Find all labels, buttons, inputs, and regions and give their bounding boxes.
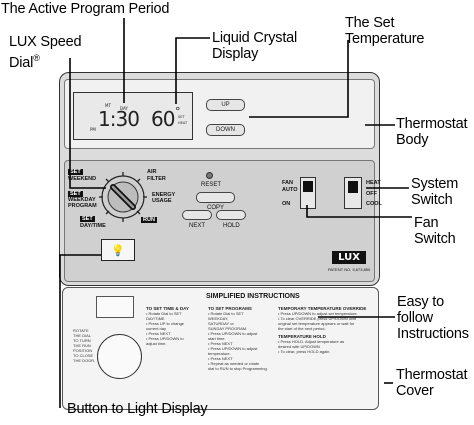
fan-switch-slider: [303, 181, 313, 192]
down-button[interactable]: DOWN: [206, 124, 245, 136]
leader-fan-switch: [306, 205, 412, 218]
callout-set-temperature-1: The Set: [345, 15, 395, 31]
callout-active-program-period: The Active Program Period: [1, 1, 170, 17]
callout-lux-speed-dial-1: LUX Speed: [9, 34, 82, 50]
dial-label-set-weekday-3: PROGRAM: [68, 203, 97, 209]
callout-fan-switch-1: Fan: [414, 215, 439, 231]
lcd-heat-mark: HEAT: [178, 121, 188, 125]
up-button[interactable]: UP: [206, 99, 245, 111]
callout-system-switch-1: System: [411, 176, 459, 192]
system-switch[interactable]: [344, 177, 362, 209]
leader-liquid-crystal: [175, 37, 210, 104]
dial-label-set-daytime-2: DAY/TIME: [80, 223, 106, 229]
light-bulb-icon: 💡: [111, 243, 125, 257]
callout-thermostat-body-1: Thermostat: [396, 116, 468, 132]
callout-fan-switch-2: Switch: [414, 231, 456, 247]
callout-easy-to-follow-1: Easy to: [397, 294, 444, 310]
cover-col-programs: TO SET PROGRAMS • Rotate Dial to SET WEE…: [208, 306, 268, 371]
cover-col-override: TEMPORARY TEMPERATURE OVERRIDE • Press U…: [278, 306, 367, 354]
callout-system-switch-2: Switch: [411, 192, 453, 208]
fan-on-label: ON: [282, 201, 291, 207]
lcd-day-mark: DAY: [120, 106, 128, 111]
lux-logo: LUX: [332, 251, 366, 264]
copy-label: COPY: [207, 205, 225, 211]
dial-label-set-weekend-2: WEEKEND: [68, 176, 97, 182]
copy-button[interactable]: [196, 192, 235, 203]
lcd-degree: °: [175, 105, 181, 118]
dial-label-air-filter-1: AIR: [147, 169, 157, 175]
dial-label-set-weekday-2: WEEKDAY: [68, 197, 96, 203]
dial-label-energy-usage-2: USAGE: [152, 198, 172, 204]
callout-liquid-crystal-display-1: Liquid Crystal: [212, 30, 298, 46]
leader-lux-speed-dial: [69, 58, 106, 189]
dial-label-set-daytime-1: SET: [80, 216, 95, 222]
system-heat-label: HEAT: [366, 180, 381, 186]
callout-button-to-light-display: Button to Light Display: [67, 401, 208, 417]
dial-label-energy-usage-1: ENERGY: [152, 192, 176, 198]
callout-thermostat-cover-1: Thermostat: [396, 367, 468, 383]
next-button[interactable]: [182, 210, 212, 220]
callout-easy-to-follow-2: follow: [397, 310, 433, 326]
system-off-label: OFF: [366, 191, 377, 197]
hold-label: HOLD: [223, 223, 240, 229]
cover-dial-opening: [97, 334, 142, 379]
cover-window: [96, 296, 134, 318]
dial-label-set-weekday-1: SET: [68, 191, 83, 197]
lcd-set-mark: SET: [178, 115, 185, 119]
hold-button[interactable]: [216, 210, 246, 220]
cover-rotate-text: ROTATE THE DIAL TO TURN THE RUN POSITION…: [73, 328, 96, 363]
reset-label: RESET: [201, 182, 222, 188]
next-label: NEXT: [189, 223, 206, 229]
lcd-pm-mark: PM: [90, 127, 96, 132]
callout-thermostat-cover-2: Cover: [396, 383, 434, 399]
registered-mark: ®: [33, 53, 40, 63]
leader-light-button: [59, 254, 101, 408]
dial-label-air-filter-2: FILTER: [147, 176, 166, 182]
callout-liquid-crystal-display-2: Display: [212, 46, 259, 62]
cover-col-time-day: TO SET TIME & DAY • Rotate Dial to SET D…: [146, 306, 190, 346]
lcd-time: 1:30: [98, 107, 140, 131]
leader-set-temperature: [249, 40, 349, 118]
system-switch-slider: [348, 181, 358, 193]
dial-label-run: RUN: [141, 217, 157, 223]
liquid-crystal-display: MT DAY PM 1:30 60 ° SET HEAT: [73, 92, 193, 140]
fan-label: FAN: [282, 180, 293, 186]
lcd-period-mark: MT: [105, 103, 111, 108]
lcd-temperature: 60: [151, 107, 175, 131]
fan-switch[interactable]: [300, 177, 316, 209]
system-cool-label: COOL: [366, 201, 382, 207]
reset-indicator-dot: [206, 172, 213, 179]
light-display-button[interactable]: 💡: [101, 239, 135, 261]
fan-auto-label: AUTO: [282, 187, 298, 193]
callout-easy-to-follow-3: Instructions: [397, 326, 469, 342]
patent-number: PATENT NO. 5,673,850: [328, 267, 371, 272]
dial-label-set-weekend-1: SET: [68, 169, 83, 175]
callout-lux-speed-dial-2: Dial®: [9, 53, 40, 71]
cover-title: SIMPLIFIED INSTRUCTIONS: [206, 293, 300, 300]
callout-set-temperature-2: Temperature: [345, 31, 425, 47]
callout-thermostat-body-2: Body: [396, 132, 429, 148]
